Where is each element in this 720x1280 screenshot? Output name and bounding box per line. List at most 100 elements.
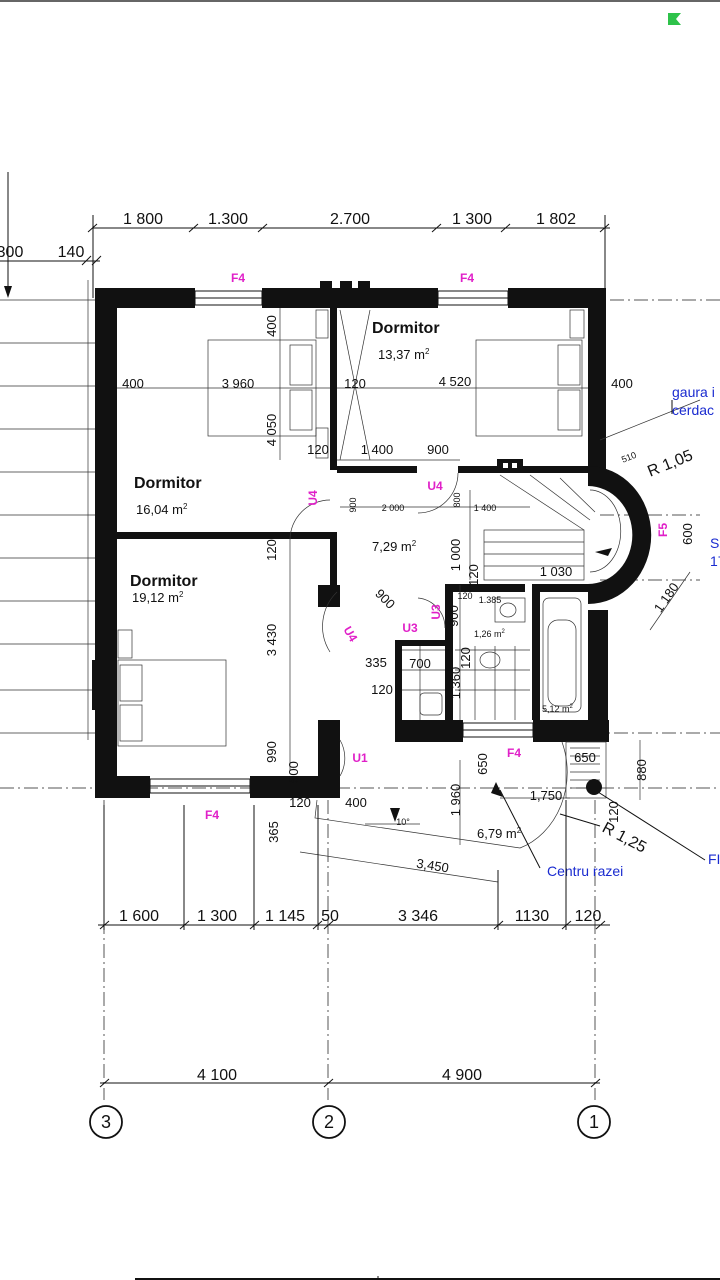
top-dimension-line: 1 800 1.300 2.700 1 300 1 802 [87,211,610,298]
dim-900-a: 900 [427,442,449,457]
axis-bubble-3 [89,1105,123,1139]
hall-area: 7,29 m2 [372,539,417,554]
interior-dimension-lines [117,308,701,883]
dim-120-d: 120 [264,539,279,561]
dim-800: 800 [452,492,462,507]
axis-label-3: 3 [101,1112,111,1132]
left-partial-dimension: 300 140 [0,172,102,298]
door-label-u3-2: U3 [429,604,443,620]
window-label-f4-3: F4 [205,808,219,822]
bottom-dimension-line: 1 600 1 300 1 145 50 3 346 1130 120 [98,800,610,930]
dim-700: 700 [409,656,431,671]
dim-1400: 1 400 [361,442,394,457]
axis-dim-2: 4 900 [442,1067,482,1084]
axis-dim-1: 4 100 [197,1067,237,1084]
left-roof-hatching [0,280,95,740]
top-dim-1: 1 800 [123,211,163,228]
axis-bubble-2 [312,1105,346,1139]
door-label-u4-3: U4 [341,624,361,645]
bottom-dim-3: 1 145 [265,908,305,925]
bottom-dim-7: 120 [575,908,602,925]
bottom-dim-2: 1 300 [197,908,237,925]
bottom-dim-1: 1 600 [119,908,159,925]
dim-650-b: 650 [574,750,596,765]
bottom-dim-5: 3 346 [398,908,438,925]
room-area-top-right: 13,37 m2 [378,347,430,362]
door-label-u4-2: U4 [306,490,320,506]
dim-3450: 3,450 [415,856,449,876]
dim-1030: 1 030 [540,564,573,579]
note-fi: FI [708,851,720,867]
dim-1385: 1.385 [479,595,502,605]
dim-4520: 4 520 [439,374,472,389]
top-dim-3: 2.700 [330,211,370,228]
window-label-f4-1: F4 [231,271,245,285]
axis-label-1: 1 [589,1112,599,1132]
note-centru-razei: Centru razei [547,863,623,879]
note-s-1: S [710,535,719,551]
dim-3960: 3 960 [222,376,255,391]
bottom-dim-4: 50 [321,908,339,925]
dim-365: 365 [266,821,281,843]
dim-600: 600 [680,523,695,545]
terrace-area: 6,79 m2 [477,826,522,841]
dim-120-g: 120 [457,591,472,601]
room-labels: Dormitor 13,37 m2 Dormitor 16,04 m2 Dorm… [130,320,574,841]
room-name-middle-left: Dormitor [134,475,202,492]
axis-bubble-1 [577,1105,611,1139]
dim-990: 990 [264,741,279,763]
left-dim-2: 140 [58,244,85,261]
note-gaura-1: gaura i [672,384,715,400]
top-dim-2: 1.300 [208,211,248,228]
dim-1960: 1 960 [448,784,463,817]
dim-900-c: 900 [372,586,398,612]
dim-1750: 1,750 [530,788,563,803]
dim-120-h: 120 [289,795,311,810]
windows [95,289,534,794]
dim-900-d: 900 [446,605,461,627]
bath-area: 5,12 m2 [542,704,574,714]
dim-510: 510 [620,450,638,465]
opening-labels: F4 F4 F4 F4 F5 U1 U3 U3 U4 U4 U4 [205,271,670,822]
dim-120-e: 120 [371,682,393,697]
note-gaura-2: cerdac [672,402,714,418]
dim-3430: 3 430 [264,624,279,657]
axis-label-2: 2 [324,1112,334,1132]
furniture [117,309,622,849]
dim-400-b: 400 [611,376,633,391]
walls [92,281,652,798]
window-label-f4-4: F4 [507,746,521,760]
dim-400-d: 400 [345,795,367,810]
top-dim-4: 1 300 [452,211,492,228]
dim-1000: 1 000 [448,539,463,572]
dim-2000: 2 000 [382,503,405,513]
dim-10-deg: 10° [396,817,410,827]
dim-120-a: 120 [344,376,366,391]
leader-lines [390,400,706,869]
dim-900-b: 900 [348,497,358,512]
door-label-u1: U1 [352,751,368,765]
dim-1360: 1.360 [448,667,463,700]
top-dim-5: 1 802 [536,211,576,228]
dim-335: 335 [365,655,387,670]
door-label-u4-1: U4 [427,479,443,493]
dim-120-c: 120 [466,564,481,586]
room-name-bottom-left: Dormitor [130,573,198,590]
dim-880: 880 [634,759,649,781]
dim-500: 500 [286,761,301,783]
room-name-top-right: Dormitor [372,320,440,337]
dim-400-c: 400 [264,315,279,337]
bottom-frame [135,1276,720,1280]
bottom-dim-6: 1130 [515,908,550,925]
dim-120-b: 120 [307,442,329,457]
dim-1180: 1 180 [651,580,682,615]
left-dim-1: 300 [0,244,23,261]
room-area-middle-left: 16,04 m2 [136,502,188,517]
axis-dimension-line: 4 100 4 900 [99,1067,601,1088]
dim-400-a: 400 [122,376,144,391]
door-label-u3-1: U3 [402,621,418,635]
dim-120-i: 120 [606,801,621,823]
green-indicator-icon [668,13,681,25]
dim-4050: 4 050 [264,414,279,447]
